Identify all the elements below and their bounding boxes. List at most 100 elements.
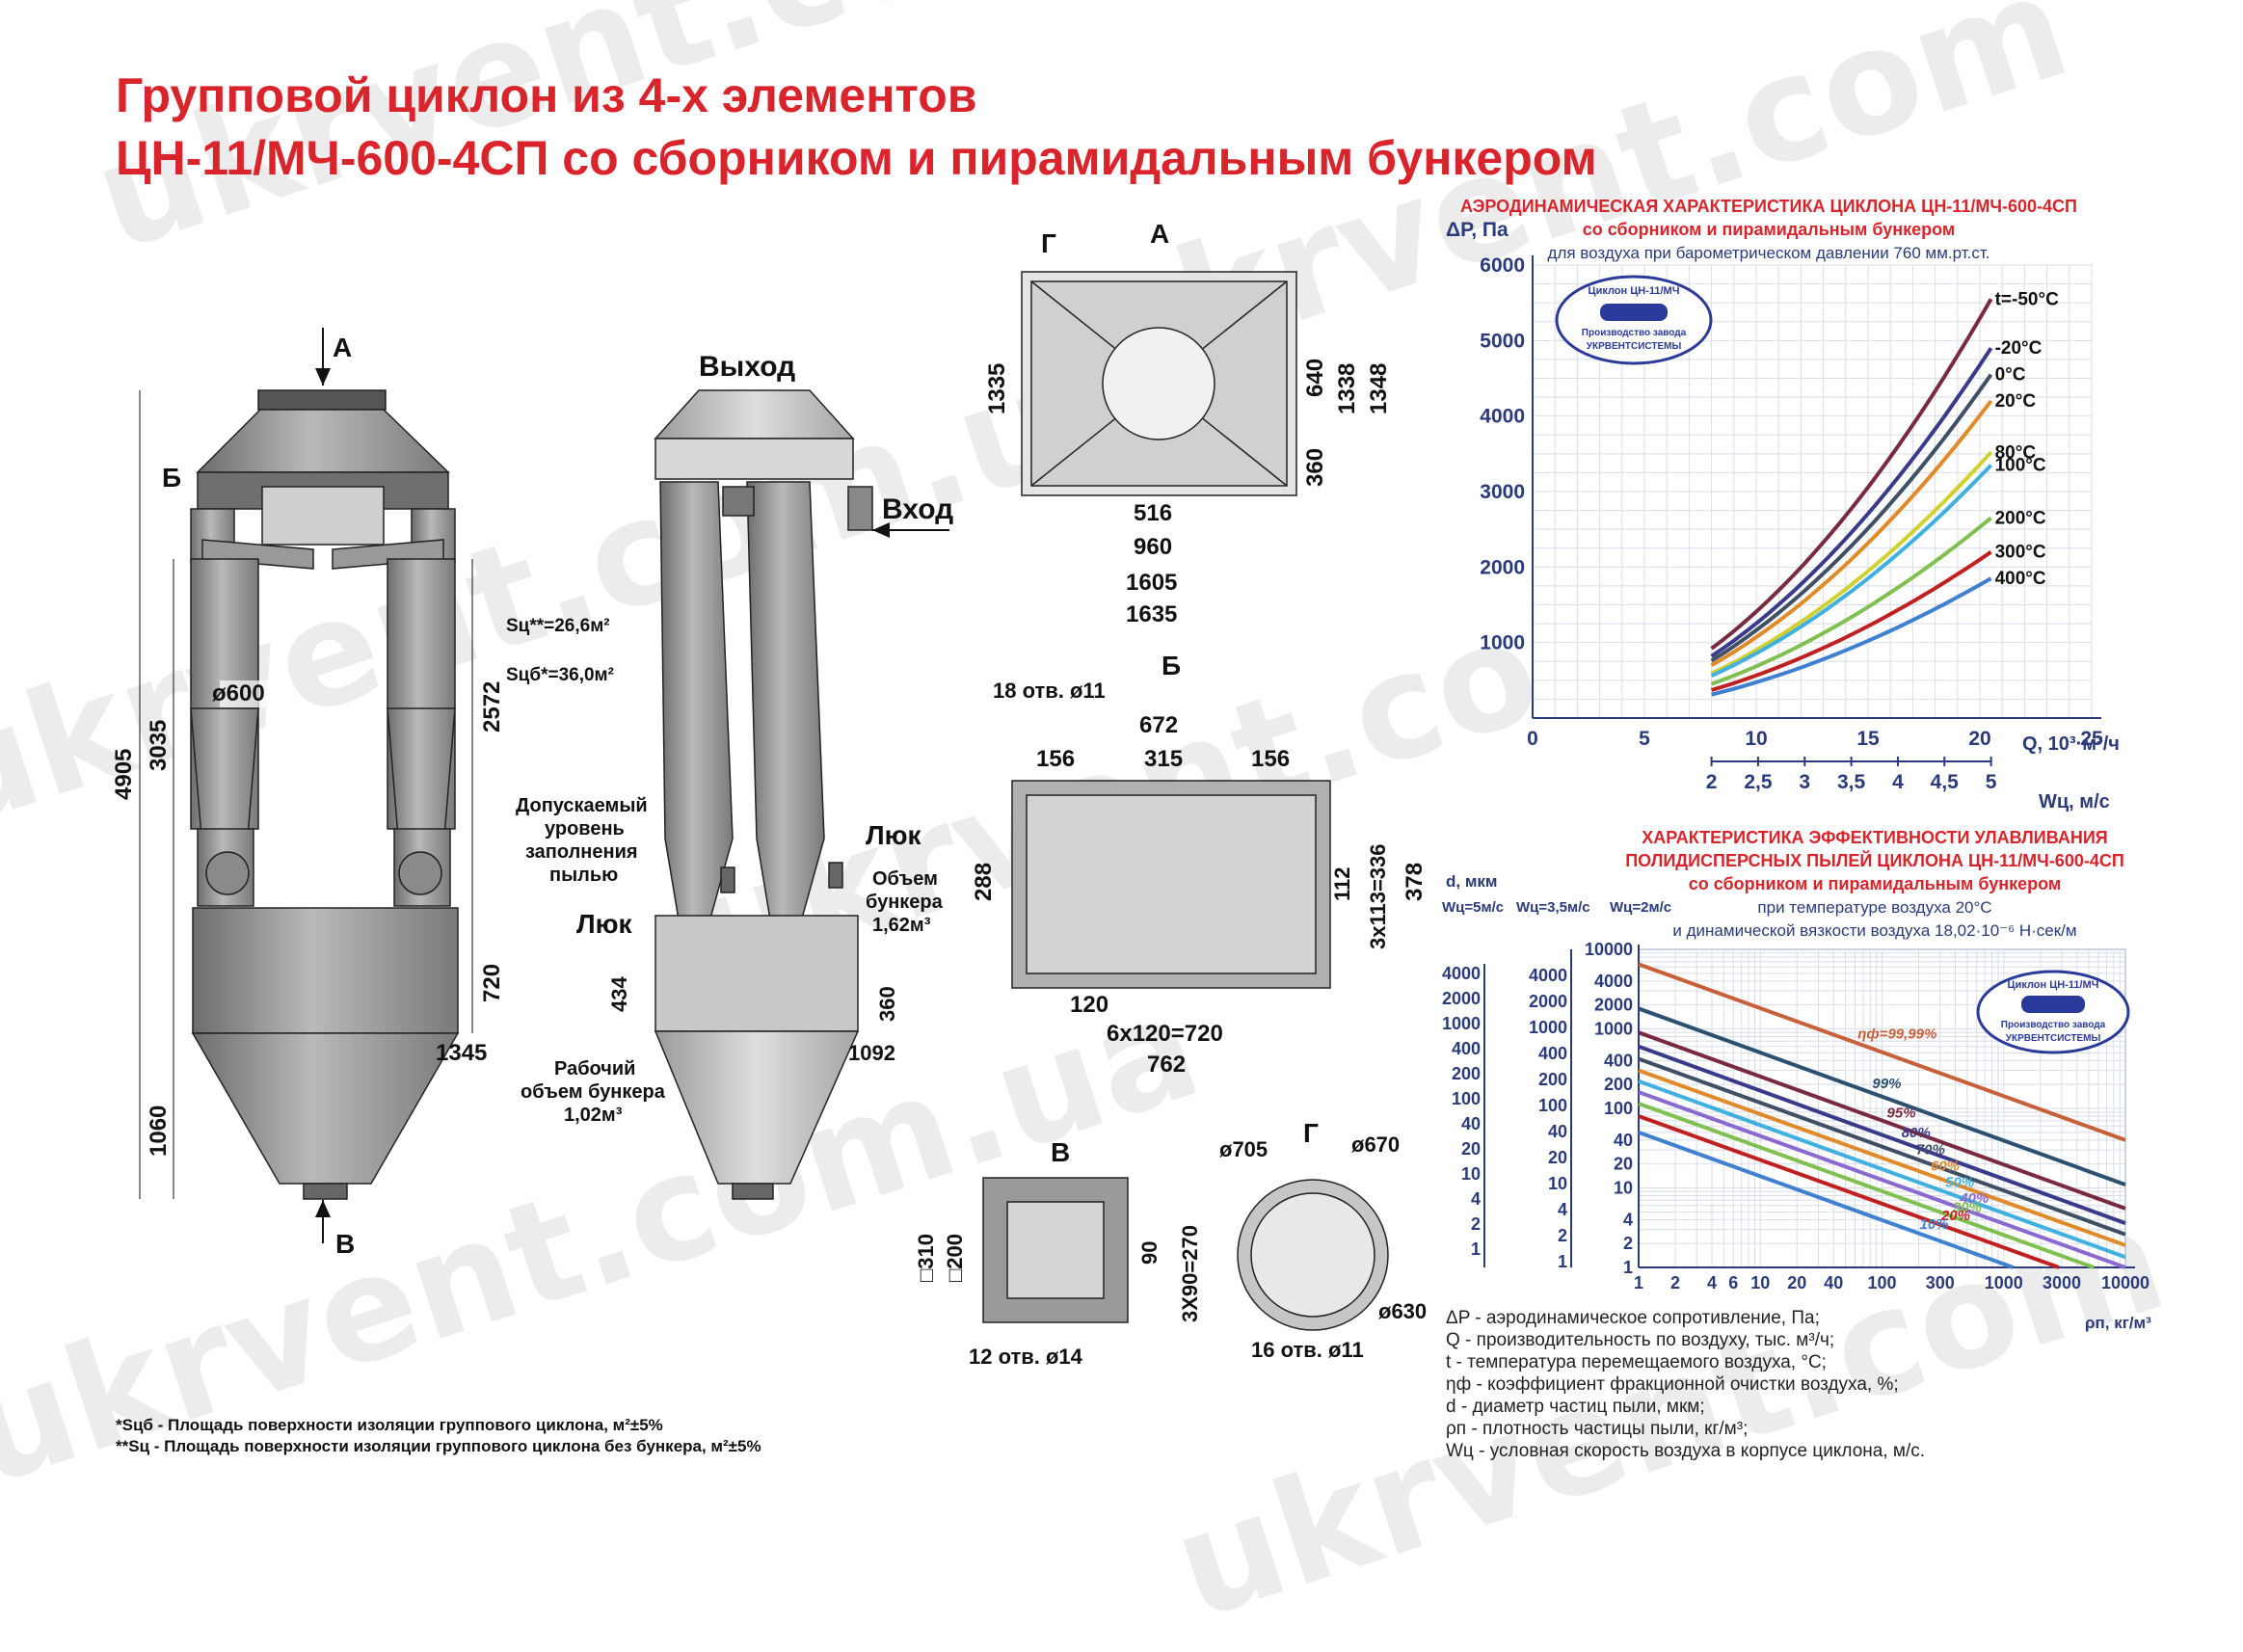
view-a-label-g: Г — [1041, 228, 1056, 258]
stamp-1-line3: УКРВЕНТСИСТЕМЫ — [1587, 341, 1682, 352]
x-tick-label: 100 — [1867, 1273, 1896, 1292]
x-tick-label: 10000 — [2101, 1273, 2150, 1292]
front-dim-720: 720 — [479, 964, 505, 1002]
y-tick-label: 2000 — [1594, 996, 1633, 1015]
side-label-in: Вход — [882, 493, 953, 525]
legend-item: t - температура перемещаемого воздуха, °… — [1446, 1352, 1827, 1372]
view-g-dim-670: ø670 — [1351, 1132, 1400, 1157]
series-line — [1710, 450, 1993, 676]
view-b-holes: 18 отв. ø11 — [993, 679, 1106, 703]
x2-tick-label: 2 — [1706, 771, 1718, 793]
side-volume-2a: Рабочий — [554, 1058, 635, 1079]
series-label: 0°C — [1995, 365, 2026, 386]
w35-tick-label: 1 — [1558, 1252, 1567, 1271]
front-dim-3035: 3035 — [146, 720, 172, 771]
side-area-s2: Sцб*=36,0м² — [506, 665, 614, 685]
x2-tick-label: 3,5 — [1837, 771, 1866, 793]
view-g — [1237, 1179, 1389, 1331]
w5-tick-label: 100 — [1452, 1089, 1481, 1108]
stamp-2: Циклон ЦН-11/МЧ Производство завода УКРВ… — [1976, 970, 2130, 1054]
chart-eff-subtitle2: со сборником и пирамидальным бункером — [1689, 874, 2061, 893]
w5-tick-label: 40 — [1461, 1114, 1481, 1133]
series-label: t=-50°C — [1995, 289, 2059, 309]
footnotes: *Sцб - Площадь поверхности изоляции груп… — [116, 1415, 761, 1457]
w35-tick-label: 100 — [1538, 1096, 1567, 1115]
view-v — [982, 1177, 1129, 1323]
side-level-2: уровень — [545, 818, 625, 839]
chart-eff-xlabel: ρп, кг/м³ — [2085, 1314, 2151, 1332]
y-tick-label: 2 — [1623, 1234, 1633, 1253]
y-tick-label: 1000 — [1594, 1020, 1633, 1039]
series-label: 40% — [1959, 1190, 1989, 1207]
chart-aero-title: АЭРОДИНАМИЧЕСКАЯ ХАРАКТЕРИСТИКА ЦИКЛОНА … — [1460, 197, 2077, 216]
x2-tick-label: 4 — [1892, 771, 1904, 793]
series-label: 80% — [1902, 1125, 1931, 1141]
series-label: 50% — [1945, 1175, 1974, 1191]
y-tick-label: 40 — [1614, 1131, 1633, 1150]
series-label: 100°C — [1995, 456, 2046, 476]
view-v-label: В — [1051, 1137, 1070, 1167]
view-a — [1021, 271, 1297, 496]
x-tick-label: 1000 — [1985, 1273, 2023, 1292]
side-hatch-right: Люк — [866, 820, 922, 850]
stamp-1-line2: Производство завода — [1582, 328, 1687, 338]
x2-tick-label: 2,5 — [1744, 771, 1773, 793]
page-title-line2: ЦН-11/МЧ-600-4СП со сборником и пирамида… — [116, 131, 1597, 185]
front-view — [190, 389, 460, 1200]
x-tick-label: 25 — [2080, 728, 2103, 750]
side-volume-1c: 1,62м³ — [872, 915, 931, 936]
side-dim-1092: 1092 — [848, 1041, 895, 1065]
view-b — [1011, 780, 1331, 989]
series-line — [1638, 1130, 2015, 1269]
footnote-2: **Sц - Площадь поверхности изоляции груп… — [116, 1437, 761, 1455]
chart-aero-ylabel: ΔР, Па — [1446, 219, 1509, 241]
view-g-dim-705: ø705 — [1219, 1137, 1268, 1161]
front-dim-4905: 4905 — [111, 749, 137, 800]
y-tick-label: 400 — [1604, 1051, 1633, 1070]
stamp-1-line1: Циклон ЦН-11/МЧ — [1589, 285, 1680, 297]
chart-aero-series — [1710, 298, 1993, 697]
view-v-dim-310: □310 — [914, 1234, 938, 1282]
view-a-dim-1635: 1635 — [1126, 601, 1177, 627]
x-tick-label: 6 — [1728, 1273, 1738, 1292]
series-line — [1710, 464, 1993, 678]
legend-item: ρп - плотность частицы пыли, кг/м³; — [1446, 1419, 1749, 1439]
y-tick-label: 20 — [1614, 1155, 1633, 1174]
w35-tick-label: 20 — [1548, 1148, 1567, 1167]
stamp-2-line1: Циклон ЦН-11/МЧ — [2008, 979, 2099, 991]
series-line — [1710, 347, 1993, 658]
series-line — [1638, 1079, 2126, 1260]
view-a-dim-360: 360 — [1302, 448, 1328, 487]
w5-tick-label: 2 — [1471, 1214, 1481, 1234]
y-tick-label: 10000 — [1585, 940, 1633, 959]
x-tick-label: 10 — [1750, 1273, 1770, 1292]
series-label: 10% — [1919, 1216, 1948, 1233]
series-line — [1638, 962, 2126, 1142]
chart-eff-wlabel-2: Wц=2м/с — [1610, 899, 1671, 916]
chart-eff-series — [1638, 962, 2126, 1269]
y-tick-label: 4000 — [1594, 972, 1633, 991]
view-v-holes: 12 отв. ø14 — [969, 1345, 1083, 1369]
view-b-label: Б — [1162, 651, 1181, 680]
y-tick-label: 1000 — [1480, 632, 1525, 654]
x-tick-label: 15 — [1856, 728, 1880, 750]
legend-item: d - диаметр частиц пыли, мкм; — [1446, 1397, 1705, 1417]
w35-tick-label: 1000 — [1529, 1018, 1567, 1037]
w5-tick-label: 20 — [1461, 1139, 1481, 1159]
series-line — [1638, 1006, 2126, 1186]
x-tick-label: 20 — [1968, 728, 1990, 750]
stamp-2-line2: Производство завода — [2001, 1020, 2106, 1030]
side-level-1: Допускаемый — [516, 795, 648, 816]
side-volume-1a: Объем — [872, 868, 938, 890]
view-b-dim-156b: 156 — [1251, 746, 1290, 772]
view-v-dim-90: 90 — [1137, 1241, 1162, 1265]
series-label: 20°C — [1995, 391, 2037, 412]
w35-tick-label: 4 — [1558, 1200, 1567, 1219]
chart-eff: ХАРАКТЕРИСТИКА ЭФФЕКТИВНОСТИ УЛАВЛИВАНИЯ… — [1442, 828, 2151, 1332]
chart-eff-ylabel: d, мкм — [1446, 872, 1498, 891]
view-b-dim-156a: 156 — [1036, 746, 1075, 772]
front-dim-1345: 1345 — [436, 1040, 487, 1066]
chart-eff-subtitle: ПОЛИДИСПЕРСНЫХ ПЫЛЕЙ ЦИКЛОНА ЦН-11/МЧ-60… — [1625, 850, 2124, 870]
footnote-1: *Sцб - Площадь поверхности изоляции груп… — [116, 1416, 663, 1434]
x-tick-label: 0 — [1527, 728, 1538, 750]
